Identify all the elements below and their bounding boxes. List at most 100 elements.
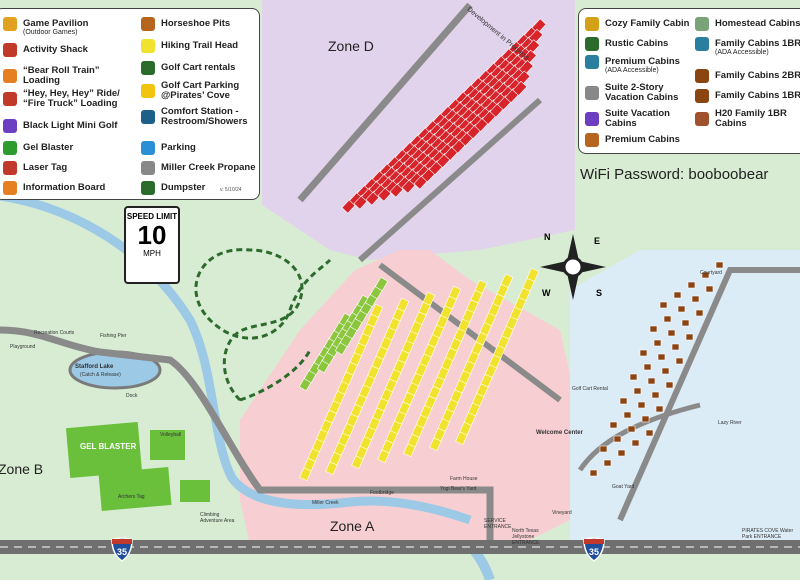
zone-c-cabins-2 (617, 281, 696, 457)
information-board-icon (3, 181, 17, 195)
zone-d-row-2 (365, 39, 541, 206)
zone-a-row-0 (299, 303, 384, 482)
laser-tag-icon (3, 161, 17, 175)
speed-limit-sign: SPEED LIMIT 10 MPH (124, 206, 180, 284)
rv-site (655, 405, 664, 413)
propane-icon (141, 161, 155, 175)
ride-loading-icon (3, 92, 17, 106)
legend-label: Family Cabins 1BR (715, 90, 800, 101)
zone-a-row-5 (429, 273, 514, 452)
mini-golf-icon (3, 119, 17, 133)
family-cabins-2br-icon (695, 69, 709, 83)
rv-site (603, 459, 612, 467)
stafford-lake-sub: (Catch & Release) (80, 372, 121, 378)
rv-site (531, 18, 547, 34)
legend-item-horseshoe-pits: Horseshoe Pits (141, 17, 256, 31)
rv-site (663, 315, 672, 323)
horseshoe-pits-icon (141, 17, 155, 31)
speed-limit-unit: MPH (143, 249, 161, 258)
hiking-trail (194, 248, 332, 402)
bear-roll-train-icon (3, 69, 17, 83)
rv-site (629, 373, 638, 381)
rv-site (653, 339, 662, 347)
rv-site (695, 309, 704, 317)
legend-label: Family Cabins 2BR (715, 70, 800, 81)
rv-site (647, 377, 656, 385)
legend-label: Information Board (23, 182, 106, 193)
road-c-2 (577, 402, 701, 472)
legend-label: “Bear Roll Train” Loading (23, 65, 100, 86)
legend-item-h20-family-1br: H20 Family 1BR Cabins (695, 109, 800, 129)
rv-site (599, 445, 608, 453)
interstate-shield-left (111, 537, 133, 562)
legend-label: Game Pavilion (23, 18, 89, 29)
rv-site (633, 387, 642, 395)
jellystone-entrance-label: North Texas Jellystone ENTRANCE (512, 528, 540, 546)
legend-item-family-cabins-1br-ada: Family Cabins 1BR(ADA Accessible) (695, 37, 800, 56)
legend-item-golf-cart-rentals: Golf Cart rentals (141, 61, 256, 75)
legend-item-suite-2-story: Suite 2-Story Vacation Cabins (585, 83, 690, 103)
dock-label: Dock (126, 393, 138, 399)
rv-site (374, 276, 389, 292)
legend-item-parking: Parking (141, 141, 256, 155)
compass-w: W (542, 288, 551, 298)
playground-label: Playground (10, 344, 36, 350)
legend-label: Miller Creek Propane (161, 162, 256, 173)
vineyard-label: Vineyard (552, 510, 572, 516)
legend-sublabel: (ADA Accessible) (715, 49, 769, 56)
archers-tag-label: Archers Tag (118, 494, 145, 500)
cozy-family-cabin-icon (585, 17, 599, 31)
river-stream (0, 191, 472, 525)
premium-cabins-ada-icon (585, 55, 599, 69)
legend-label: Parking (161, 142, 196, 153)
volleyball-label: Volleyball (160, 432, 182, 438)
dumpster-icon (141, 181, 155, 195)
rv-site (671, 343, 680, 351)
rv-site (631, 439, 640, 447)
zone-d-row-6 (413, 80, 528, 190)
legend-label: Gel Blaster (23, 142, 74, 153)
zone-d-row-4 (389, 60, 534, 198)
compass-s: S (596, 288, 603, 298)
rv-site (639, 349, 648, 357)
legend-version: v. 5/10/24 (220, 187, 242, 193)
compass-n: N (544, 232, 551, 242)
golf-cart-rentals-icon (141, 61, 155, 75)
road-zone-d (297, 2, 473, 203)
rustic-cabins-icon (585, 37, 599, 51)
golf-cart-parking-icon (141, 84, 155, 98)
rv-site (651, 391, 660, 399)
road-c (617, 267, 800, 522)
legend-label: Laser Tag (23, 162, 68, 173)
zone-d-row-1 (353, 28, 544, 210)
rv-site (525, 39, 541, 55)
legend-label: Premium Cabins (605, 134, 680, 145)
rv-site (681, 319, 690, 327)
zone-c-cabins-4 (645, 261, 724, 437)
legend-item-propane: Miller Creek Propane (141, 161, 256, 175)
legend-label: Horseshoe Pits (161, 18, 231, 29)
legend-item-gel-blaster: Gel Blaster (3, 141, 123, 155)
legend-label: Golf Cart rentals (161, 62, 236, 73)
rv-site (512, 80, 528, 96)
rv-site (645, 429, 654, 437)
speed-limit-label: SPEED LIMIT (126, 212, 178, 221)
legend-item-suite-vacation-cabins: Suite Vacation Cabins (585, 109, 690, 129)
zone-a-green-row-2 (334, 276, 389, 356)
legend-label: Rustic Cabins (605, 38, 669, 49)
zone-a-row-2 (351, 291, 436, 470)
legend-label: Activity Shack (23, 44, 88, 55)
rv-site (613, 435, 622, 443)
courtyard-label: Courtyard (700, 270, 722, 276)
rv-site (422, 291, 436, 306)
legend-item-dumpster: Dumpster (141, 181, 256, 195)
climbing-area-label: Climbing Adventure Area (200, 512, 235, 524)
rv-site (675, 357, 684, 365)
rv-site (701, 271, 710, 279)
legend-item-laser-tag: Laser Tag (3, 161, 123, 175)
stafford-lake-label: Stafford Lake (75, 364, 114, 370)
rv-site (528, 28, 544, 44)
rv-site (589, 469, 598, 477)
golf-cart-rental-label: Golf Cart Rental (572, 386, 608, 392)
